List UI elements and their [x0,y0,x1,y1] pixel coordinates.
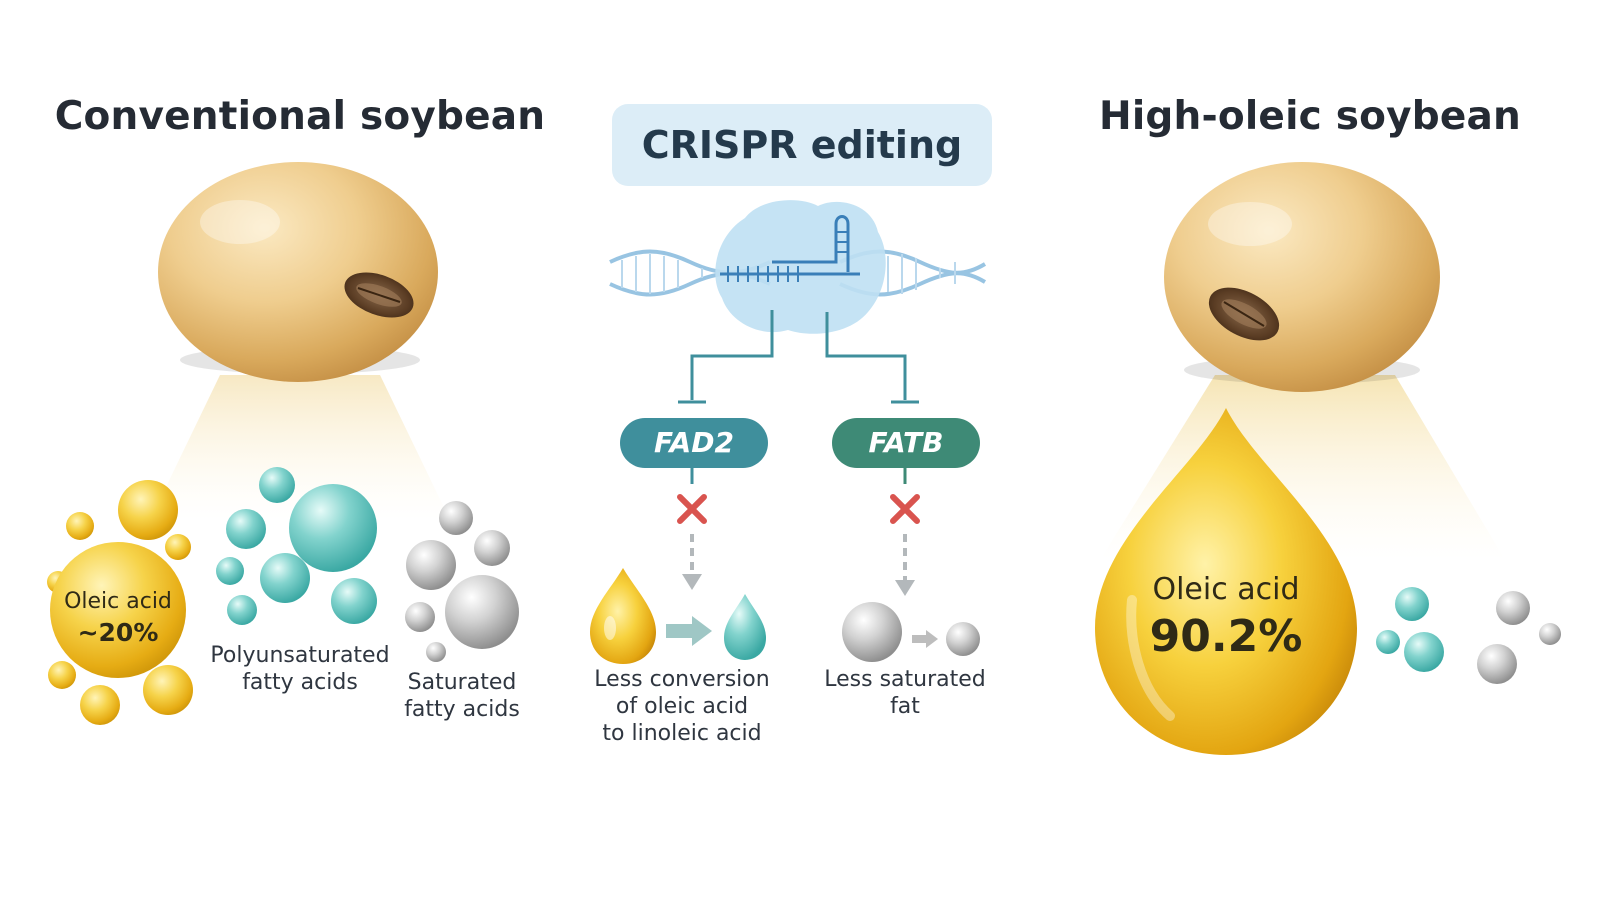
conventional-oleic-label: Oleic acid [64,589,172,614]
fad2-effect-line2: of oleic acid [615,694,749,719]
high-oleic-oleic-value: 90.2% [1149,611,1303,662]
conventional-oleic-bubbles [47,480,193,725]
conventional-title: Conventional soybean [54,94,546,139]
sfa-label: Saturated fatty acids [382,669,542,723]
fad2-gene-pill [620,418,768,484]
fad2-blocked-x-icon [677,494,707,524]
fad2-gene-label: FAD2 [654,426,734,459]
sfa-label-line1: Saturated [407,670,517,695]
fatb-effect-line1: Less saturated [824,667,986,692]
high-oleic-title: High-oleic soybean [1098,94,1522,139]
conventional-sfa-bubbles [405,501,519,662]
fad2-dashed-arrow [682,534,702,590]
pufa-label-line1: Polyunsaturated [210,643,390,668]
fatb-small-sfa-bubble [946,622,980,656]
fad2-teal-drop-icon [724,594,766,660]
crispr-title-box [612,104,992,186]
sfa-label-line2: fatty acids [404,697,520,722]
high-oleic-pufa-bubbles [1376,587,1444,672]
crispr-branch-connectors [678,310,919,404]
fatb-gene-label: FATB [868,426,944,459]
fad2-effect-line1: Less conversion [594,667,770,692]
cas9-complex-icon [715,200,886,334]
fatb-reduction-arrow [912,630,938,648]
fad2-effect-line3: to linoleic acid [602,721,762,746]
fatb-blocked-x-icon [890,494,920,524]
fad2-effect-text: Less conversion of oleic acid to linolei… [582,666,782,747]
conventional-light-beam [150,375,450,520]
conventional-oleic-value: ~20% [77,618,159,647]
fatb-dashed-arrow [895,534,915,596]
fatb-effect-line2: fat [890,694,920,719]
high-oleic-sfa-bubbles [1477,591,1561,684]
fad2-gold-drop-icon [590,568,656,664]
conventional-pufa-bubbles [216,467,377,625]
conventional-soybean [158,162,438,382]
pufa-label: Polyunsaturated fatty acids [200,642,400,696]
high-oleic-oil-drop-icon [1095,408,1357,755]
high-oleic-hilum-icon [1208,287,1280,341]
crispr-title: CRISPR editing [641,123,963,167]
high-oleic-soybean [1164,162,1440,392]
conventional-hilum-icon [344,272,414,318]
fad2-conversion-arrow [666,616,712,646]
fatb-large-sfa-bubble [842,602,902,662]
fatb-gene-pill [832,418,980,484]
fatb-effect-text: Less saturated fat [810,666,1000,720]
high-oleic-oleic-label: Oleic acid [1152,572,1300,607]
pufa-label-line2: fatty acids [242,670,358,695]
